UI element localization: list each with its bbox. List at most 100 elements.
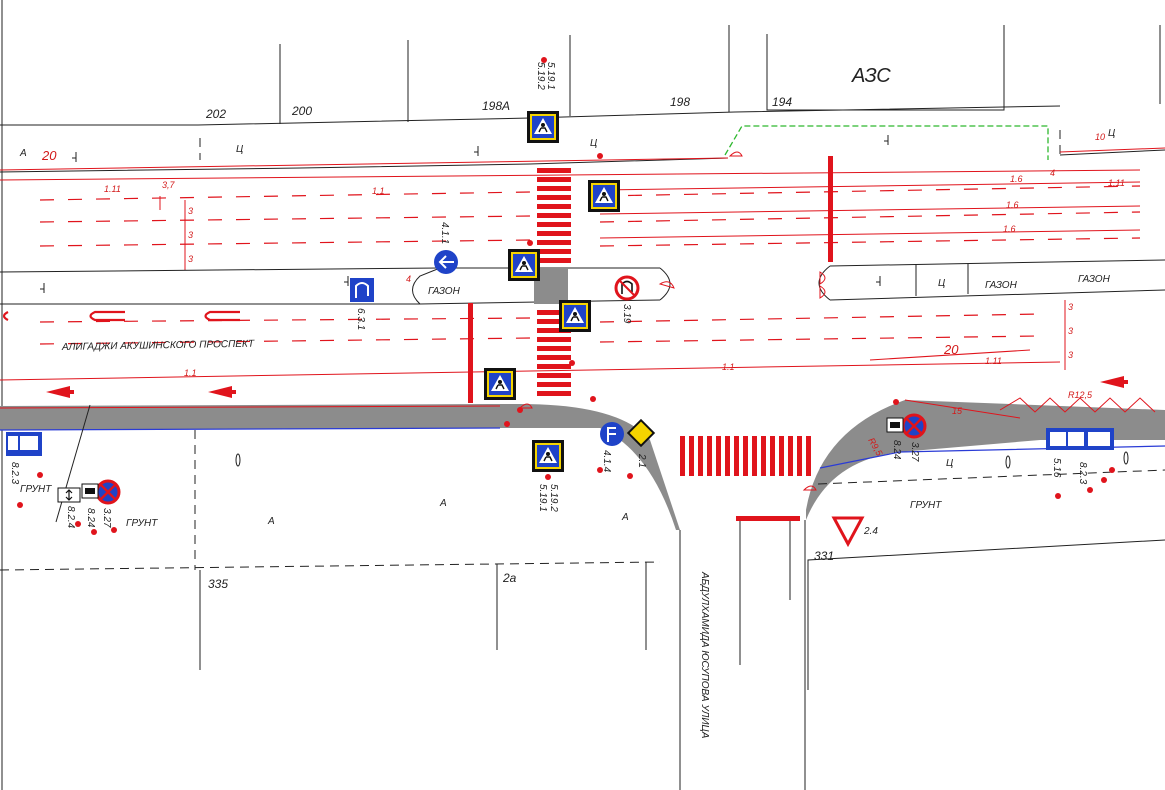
dimension-20-north: 20 [41,148,57,163]
sign-8-24-plate-east [886,417,904,433]
building-number-198: 198 [670,95,690,109]
sign-label-6-3-1: 6.3.1 [355,308,366,330]
gas-station-label: АЗС [851,65,891,87]
sign-3-27-east [901,413,927,439]
sign-5-19-2-median [558,299,592,333]
south-curb-gray [0,397,1165,530]
side-street-outlines [679,520,1165,790]
dimension-4-ne: 4 [1050,168,1055,178]
lane-markings-south [0,300,1066,381]
surface-grunt-3: ГРУНТ [910,500,942,511]
surface-grunt-1: ГРУНТ [20,484,52,495]
sign-5-19-2-north-mid [587,179,621,213]
surface-asphalt-1: А [267,516,275,527]
stop-line-ne [828,156,833,262]
sw-block-outlines [0,430,1165,670]
dimension-3-s3: 3 [1068,350,1073,360]
sign-5-19-1-median [507,248,541,282]
dimension-15: 15 [952,406,963,416]
sign-label-8-24-east: 8.24 [891,440,902,460]
sign-4-1-4 [600,422,624,446]
street-name-main: АЛИГАДЖИ АКУШИНСКОГО ПРОСПЕКТ [61,339,255,353]
sign-5-19-1-north [526,110,560,144]
building-outlines-top [0,25,1161,126]
sign-label-3-27-east: 3.27 [909,442,920,462]
sign-label-8-2-3-west: 8.2.3 [9,462,20,485]
sign-5-16-bus-stop [1046,428,1114,450]
sign-5-19-1-south [483,367,517,401]
dimension-3-s2: 3 [1068,326,1073,336]
marking-1-6-c: 1.6 [1003,224,1016,234]
dimension-6-5: R12,5 [1068,390,1093,400]
marking-1-11-ne: 1.11 [1108,178,1125,188]
marking-1-6-a: 1.6 [1010,174,1023,184]
surface-concrete-ne: Ц [1108,128,1115,139]
building-number-198a: 198А [482,99,510,113]
zebra-crossing-main [537,168,571,396]
sign-8-24-plate-west [81,483,99,499]
building-number-202: 202 [205,107,226,121]
sign-label-5-19-1: 5.19.1 [545,62,556,90]
surface-grunt-2: ГРУНТ [126,518,158,529]
sign-label-5-19-1-south: 5.19.1 [537,484,548,512]
marking-1-11: 1.11 [104,184,121,194]
sign-label-8-2-4: 8.2.4 [65,506,76,529]
sign-4-1-1 [434,250,458,274]
marking-1-1: 1.1 [372,186,385,196]
sign-8-2-4-plate-west [57,487,81,503]
surface-asphalt-3: А [621,512,629,523]
sign-3-19 [614,275,640,301]
stop-line-sw [468,303,473,403]
building-number-2a: 2а [502,571,517,585]
lane-markings-north [0,169,1141,270]
dimension-10-ne: 10 [1095,132,1105,142]
street-name-cross: АБДУЛХАМИДА ЮСУПОВА УЛИЦА [699,571,710,739]
surface-concrete-north-2: Ц [590,138,597,149]
sign-5-19-2-south [531,439,565,473]
median-label-gazon-1: ГАЗОН [428,286,461,297]
lane-direction-arrows [46,376,1128,398]
building-number-200: 200 [291,104,312,118]
u-turn-arrows [2,310,240,322]
sign-2-1 [626,418,656,448]
sign-label-5-19-2-south: 5.19.2 [548,484,559,512]
marking-1-1-south-2: 1.1 [722,362,735,372]
median-concrete: Ц [938,278,945,289]
zebra-crossing-side-street [680,436,811,476]
dimension-3-c: 3 [188,254,193,264]
sign-pole-markers [17,57,1115,535]
dimension-4-median: 4 [406,274,411,284]
surface-concrete-se: Ц [946,458,953,469]
median-label-gazon-2: ГАЗОН [985,280,1018,291]
stop-line-side [736,516,800,521]
sign-label-8-24: 8.24 [85,508,96,528]
median-label-gazon-3: ГАЗОН [1078,274,1111,285]
utility-symbols [40,135,1129,491]
sign-label-5-16: 5.16 [1051,458,1062,478]
sign-label-3-19: 3.19 [621,304,632,324]
dimension-20-south: 20 [943,342,959,357]
green-boundary [724,125,1049,160]
marking-1-1-south: 1.1 [184,368,197,378]
building-number-194: 194 [772,95,792,109]
north-sidewalk [0,130,1165,173]
sign-label-2-1: 2.1 [636,453,647,468]
marking-1-11-south: 1.11 [985,356,1002,366]
dimension-3-s1: 3 [1068,302,1073,312]
sign-plate-west-edge [6,432,42,456]
sign-label-4-1-1: 4.1.1 [439,222,450,244]
surface-asphalt-north: А [19,148,27,159]
sign-label-4-1-4: 4.1.4 [601,450,612,473]
building-number-335: 335 [208,577,228,591]
sign-2-4 [831,516,865,548]
sign-label-3-27: 3.27 [101,508,112,528]
dimension-3-7: 3,7 [162,180,176,190]
sign-label-2-4: 2.4 [863,526,878,537]
dimension-3-b: 3 [188,230,193,240]
marking-1-6-b: 1.6 [1006,200,1019,210]
surface-concrete-north: Ц [236,144,243,155]
building-number-331: 331 [814,549,834,563]
surface-asphalt-2: А [439,498,447,509]
sign-label-8-2-3-east: 8.2.3 [1077,462,1088,485]
